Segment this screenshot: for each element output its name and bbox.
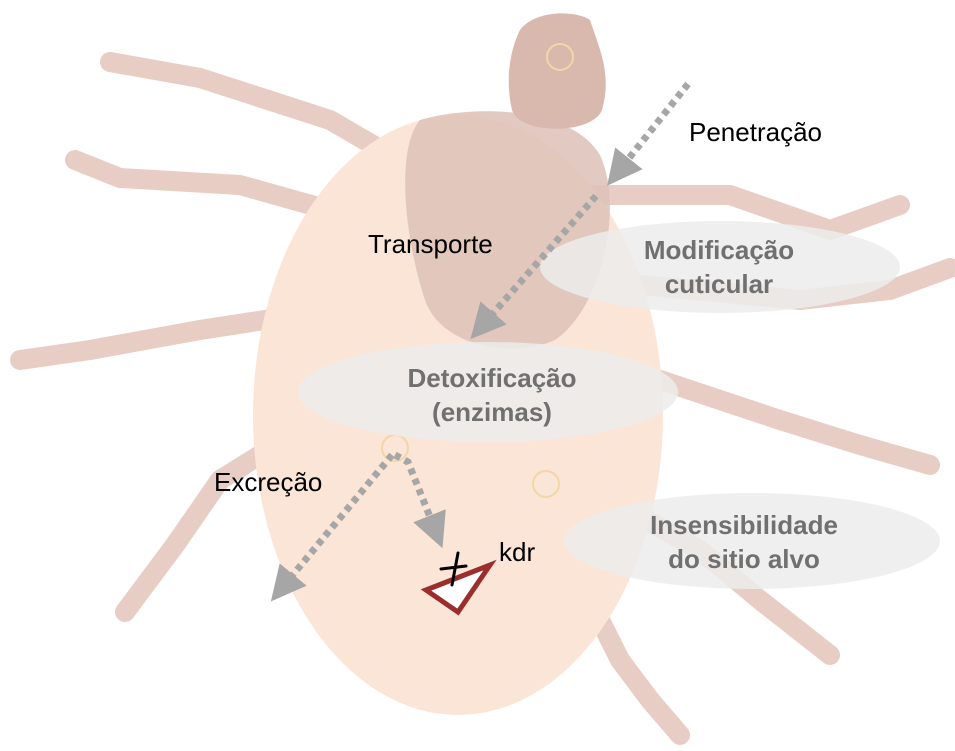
detox-line-2: (enzimas) [372,395,612,429]
cuticular-label: Modificação cuticular [604,233,834,301]
cuticular-line-1: Modificação [604,233,834,267]
excretion-label: Excreção [214,467,322,498]
penetration-label: Penetração [689,117,822,148]
insensitivity-label: Insensibilidade do sitio alvo [624,508,864,576]
leg-right-3 [660,380,930,465]
penetration-arrow [618,84,688,172]
cuticular-line-2: cuticular [604,267,834,301]
kdr-label: kdr [499,537,535,568]
tick-capitulum [509,13,606,128]
detox-line-1: Detoxificação [372,361,612,395]
transport-label: Transporte [368,229,493,260]
insensitivity-line-2: do sitio alvo [624,542,864,576]
detox-label: Detoxificação (enzimas) [372,361,612,429]
insensitivity-line-1: Insensibilidade [624,508,864,542]
